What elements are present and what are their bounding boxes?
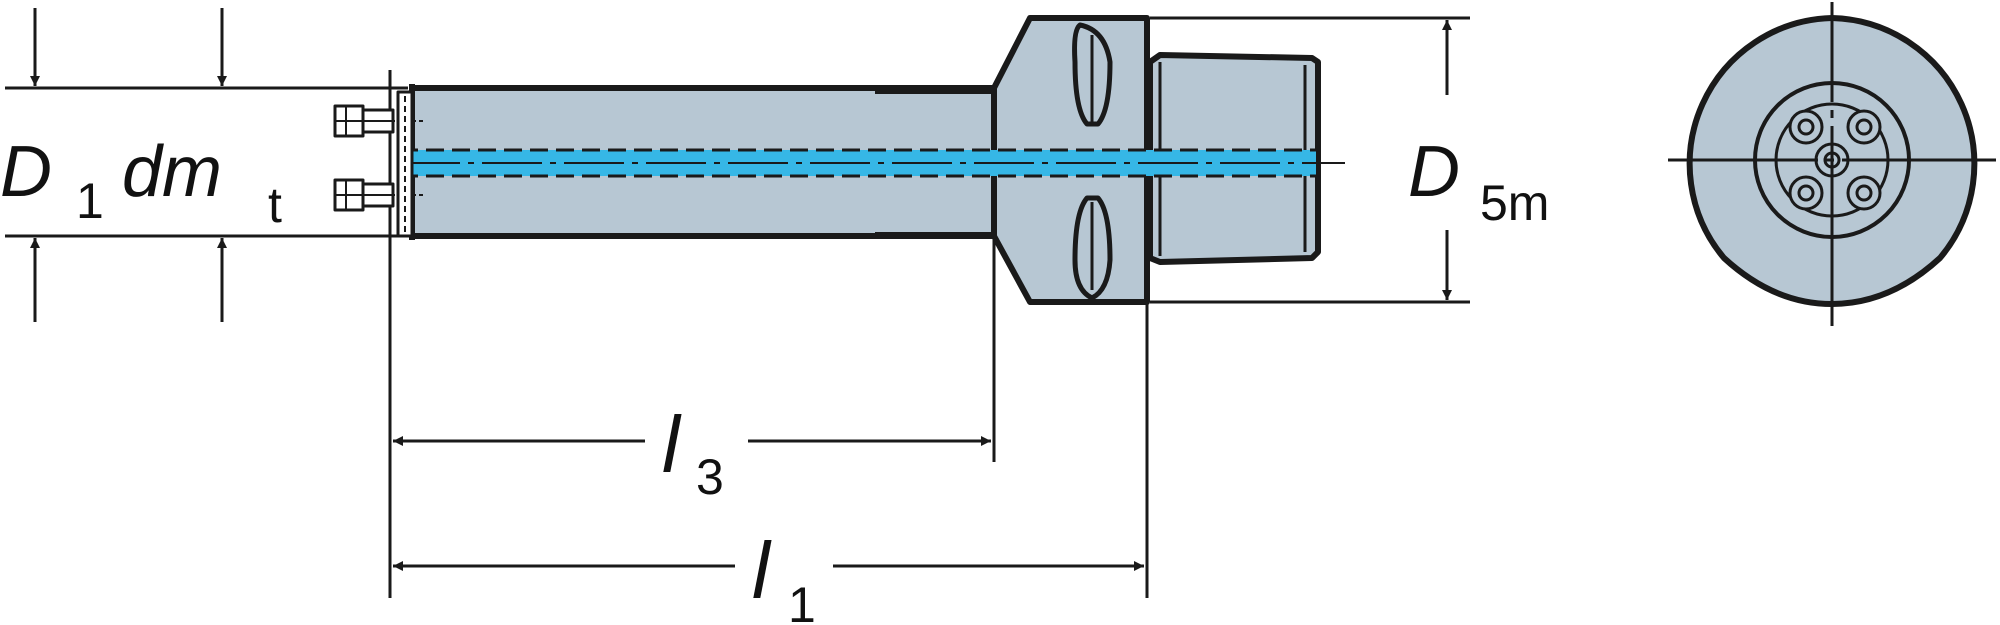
screw-top (333, 104, 426, 138)
label-dmt: dm t (122, 132, 282, 233)
label-dmt-main: dm (122, 132, 222, 212)
label-l1-main: l (752, 526, 772, 615)
label-d5m-main: D (1408, 132, 1460, 212)
label-dmt-sub: t (268, 177, 282, 233)
label-l1-sub: 1 (788, 577, 816, 625)
label-l3: l 3 (662, 400, 724, 505)
label-d1-main: D (0, 132, 52, 212)
side-view (5, 8, 1470, 598)
label-l3-main: l (662, 400, 682, 489)
end-view (1668, 2, 1996, 326)
label-l1: l 1 (752, 526, 816, 625)
screw-bottom (333, 178, 426, 212)
label-l3-sub: 3 (696, 449, 724, 505)
label-d1-sub: 1 (76, 173, 104, 229)
clamp-plate (396, 90, 414, 238)
label-d5m: D 5m (1408, 132, 1549, 231)
label-d5m-sub: 5m (1480, 175, 1549, 231)
label-d1: D 1 (0, 132, 104, 229)
